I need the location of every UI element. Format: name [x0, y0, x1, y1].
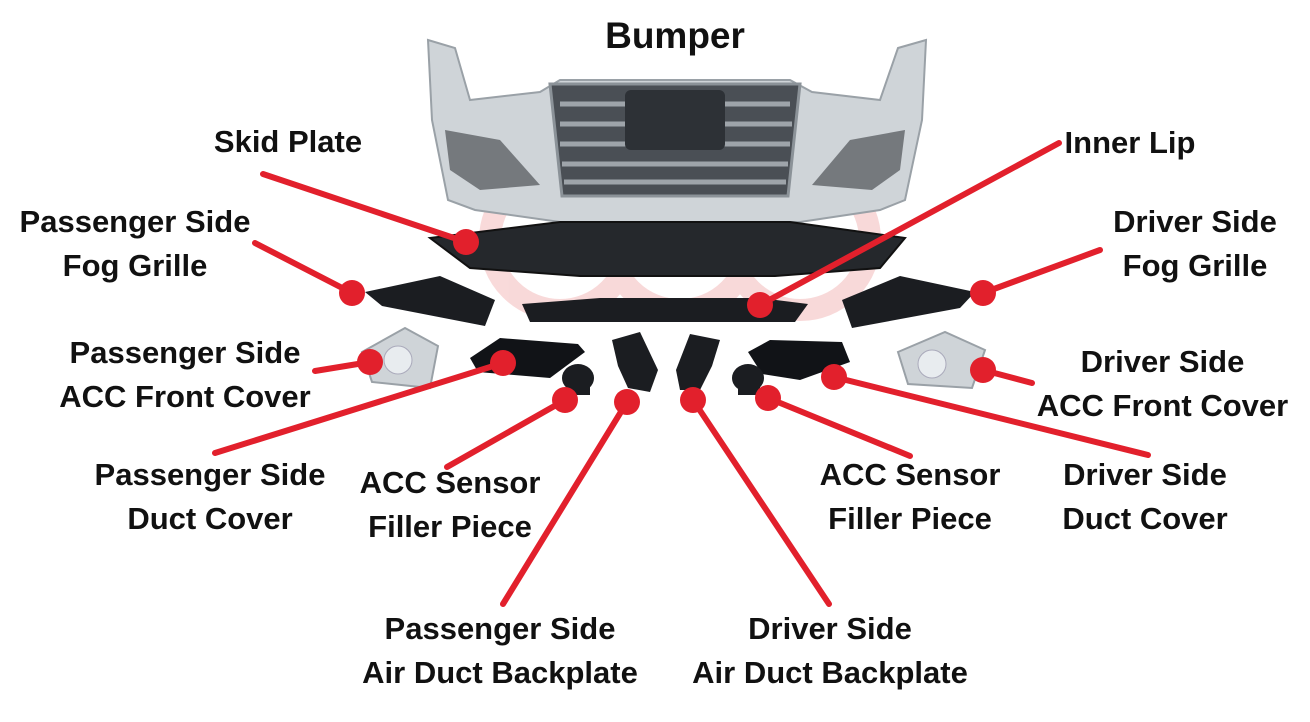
- label-line: Passenger Side: [19, 204, 251, 239]
- label-line: Inner Lip: [1064, 125, 1196, 160]
- inner-lip-part: [522, 298, 808, 322]
- label-line: Driver Side: [1080, 344, 1245, 379]
- diagram-title: Bumper: [605, 15, 745, 56]
- passenger-acc-front-cover-part: [360, 326, 440, 390]
- label-driver-duct-cover: Driver Side Duct Cover: [1035, 453, 1255, 541]
- label-line: ACC Sensor: [359, 465, 541, 500]
- label-passenger-duct-cover: Passenger Side Duct Cover: [75, 453, 345, 541]
- label-line: Fog Grille: [62, 248, 208, 283]
- driver-duct-cover-marker: [821, 364, 847, 390]
- bumper-shell: [426, 38, 928, 223]
- label-line: Passenger Side: [69, 335, 301, 370]
- label-acc-sensor-filler-right: ACC Sensor Filler Piece: [800, 453, 1020, 541]
- label-line: Driver Side: [1113, 204, 1277, 239]
- passenger-fog-grille-part: [365, 276, 495, 326]
- label-skid-plate: Skid Plate: [188, 120, 388, 164]
- label-line: Passenger Side: [94, 457, 326, 492]
- label-line: Duct Cover: [127, 501, 293, 536]
- label-line: Driver Side: [748, 611, 912, 646]
- label-line: Duct Cover: [1062, 501, 1228, 536]
- label-line: Filler Piece: [828, 501, 992, 536]
- label-passenger-acc-front-cover: Passenger Side ACC Front Cover: [35, 331, 335, 419]
- label-passenger-fog-grille: Passenger Side Fog Grille: [0, 200, 270, 288]
- passenger-duct-cover-marker: [490, 350, 516, 376]
- label-line: Skid Plate: [213, 124, 363, 159]
- driver-air-duct-backplate-part: [676, 334, 720, 390]
- label-line: Passenger Side: [384, 611, 616, 646]
- driver-acc-front-cover-marker: [970, 357, 996, 383]
- driver-air-duct-backplate-marker: [680, 387, 706, 413]
- driver-fog-grille-part: [842, 276, 975, 328]
- label-passenger-air-duct-backplate: Passenger Side Air Duct Backplate: [340, 607, 660, 695]
- acc-sensor-filler-left-marker: [552, 387, 578, 413]
- acc-sensor-filler-right-part: [732, 364, 764, 395]
- label-driver-fog-grille: Driver Side Fog Grille: [1085, 200, 1305, 288]
- label-line: ACC Front Cover: [59, 379, 311, 414]
- label-line: Air Duct Backplate: [362, 655, 638, 690]
- passenger-air-duct-backplate-part: [612, 332, 658, 392]
- label-line: Air Duct Backplate: [692, 655, 968, 690]
- label-driver-acc-front-cover: Driver Side ACC Front Cover: [1020, 340, 1305, 428]
- skid-plate-part: [427, 221, 907, 277]
- passenger-fog-grille-marker: [339, 280, 365, 306]
- label-acc-sensor-filler-left: ACC Sensor Filler Piece: [340, 461, 560, 549]
- acc-sensor-filler-left-part: [562, 364, 594, 395]
- label-line: Driver Side: [1063, 457, 1227, 492]
- leader-lines: [212, 140, 1151, 607]
- passenger-acc-front-cover-marker: [357, 349, 383, 375]
- driver-acc-front-cover-part: [896, 330, 987, 390]
- label-line: ACC Front Cover: [1036, 388, 1289, 423]
- label-line: Fog Grille: [1122, 248, 1268, 283]
- parts-illustration: [360, 38, 987, 395]
- label-driver-air-duct-backplate: Driver Side Air Duct Backplate: [670, 607, 990, 695]
- label-line: ACC Sensor: [819, 457, 1001, 492]
- skid-plate-marker: [453, 229, 479, 255]
- label-inner-lip: Inner Lip: [1040, 121, 1220, 165]
- passenger-air-duct-backplate-marker: [614, 389, 640, 415]
- label-line: Filler Piece: [368, 509, 532, 544]
- inner-lip-marker: [747, 292, 773, 318]
- acc-sensor-filler-right-marker: [755, 385, 781, 411]
- driver-fog-grille-marker: [970, 280, 996, 306]
